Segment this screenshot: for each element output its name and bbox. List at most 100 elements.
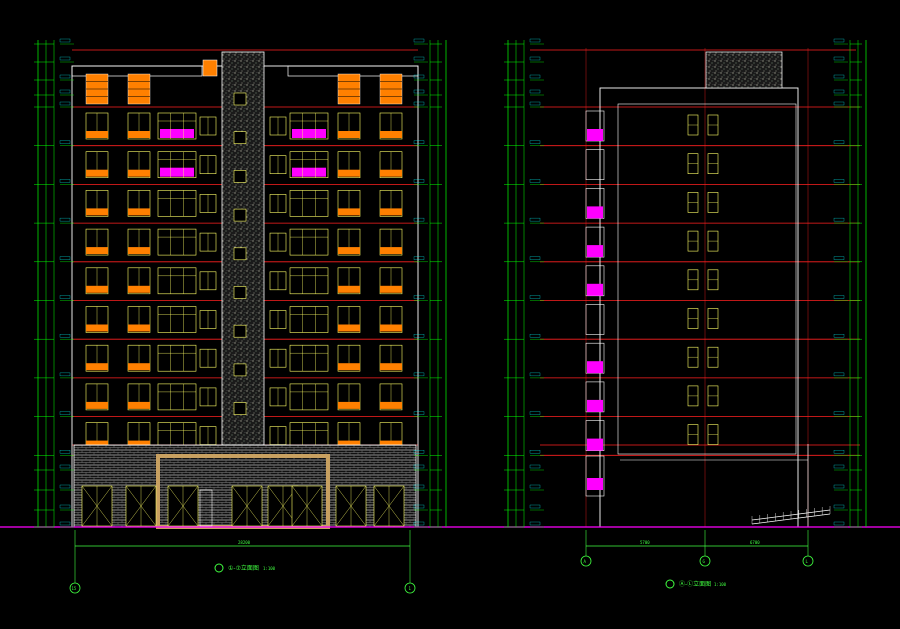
level-marker [59,450,71,454]
axis-bubble-icon [802,555,814,567]
axis-label-front-right: 1 [409,586,412,591]
balcony-rail [587,361,603,374]
level-marker [59,140,71,144]
level-marker [833,450,845,454]
level-marker [59,256,71,260]
level-marker [413,74,425,79]
orange-panel [380,324,402,332]
axis-bubble-right: 1 [404,530,416,594]
level-marker [413,484,425,489]
orange-panel [380,169,402,177]
axis-bubble-a: A [580,530,592,567]
level-marker [529,38,541,43]
front-elevation [71,49,419,529]
window-frame [157,112,197,140]
level-marker [529,256,541,260]
orange-panel [128,131,150,138]
level-marker [529,484,541,489]
window-frame [289,112,329,140]
window-frame [289,306,329,333]
level-marker [413,450,425,454]
balcony-rail [587,399,603,412]
level-marker [413,179,425,183]
level-marker [413,521,425,526]
orange-panel [338,324,360,332]
window-frame [289,344,329,372]
stair-window [233,170,247,183]
balcony-rail [587,438,603,451]
level-marker [529,74,541,79]
level-marker [413,334,425,338]
front-elevation-scale: 1:100 [263,566,276,571]
level-marker [529,450,541,454]
front-elevation-title: ①-⑦立面图 [228,564,259,572]
orange-panel [128,440,150,448]
level-marker [59,521,71,526]
balcony-rail [587,129,603,141]
stair-window [233,324,247,338]
level-marker [529,140,541,144]
orange-panel [338,363,360,371]
level-marker [413,140,425,144]
level-marker [413,295,425,299]
orange-panel [128,363,150,371]
window-frame [157,344,197,372]
side-outline [599,87,799,528]
level-marker [59,334,71,338]
entry-ramp [751,506,831,525]
level-marker [529,464,541,469]
entrance-door [199,489,213,527]
window-frame [157,190,197,217]
orange-panel [128,324,150,332]
dimension-chain [413,38,447,528]
balcony-rail [160,167,194,177]
axis-label-a: A [584,559,587,564]
roof-vent [202,59,218,77]
orange-panel [128,169,150,177]
level-marker [833,74,845,79]
axis-label-l: L [806,559,809,564]
level-marker [59,411,71,415]
balcony-rail [160,129,194,138]
orange-panel [338,285,360,293]
level-marker [833,217,845,222]
side-elevation-scale: 1:100 [714,582,727,587]
side-elevation [530,48,860,528]
axis-bubble-icon [699,555,711,567]
orange-panel [380,440,402,448]
level-marker [59,295,71,299]
balcony-rail [587,283,603,296]
orange-panel [86,440,108,448]
axis-bubble-g: G [699,530,711,567]
stair-window [233,247,247,261]
orange-panel [338,169,360,177]
level-marker [529,101,541,106]
window-frame [157,306,197,333]
level-marker [833,464,845,469]
orange-panel [380,247,402,255]
level-marker [833,140,845,144]
orange-panel [86,247,108,255]
dimension-chain [504,38,544,528]
level-marker [529,295,541,299]
orange-panel [128,247,150,255]
window-frame [157,151,197,178]
stair-window [233,402,247,415]
level-marker [529,334,541,338]
axis-bubble-icon [580,555,592,567]
podium-bay [585,455,605,497]
level-marker [413,411,425,415]
window-frame [157,383,197,411]
level-marker [833,89,845,94]
axis-bubble-l: L [802,530,814,567]
window-frame [289,383,329,411]
window-frame [157,267,197,295]
side-inner-outline [617,103,797,455]
level-marker [413,101,425,106]
balcony-rail [587,478,603,490]
level-marker [833,484,845,489]
side-dim-1: 5700 [640,540,650,545]
axis-label-front-left: 15 [72,586,77,591]
orange-panel [380,401,402,409]
side-elevation-title: Ⓐ-Ⓛ立面图 [679,580,711,588]
